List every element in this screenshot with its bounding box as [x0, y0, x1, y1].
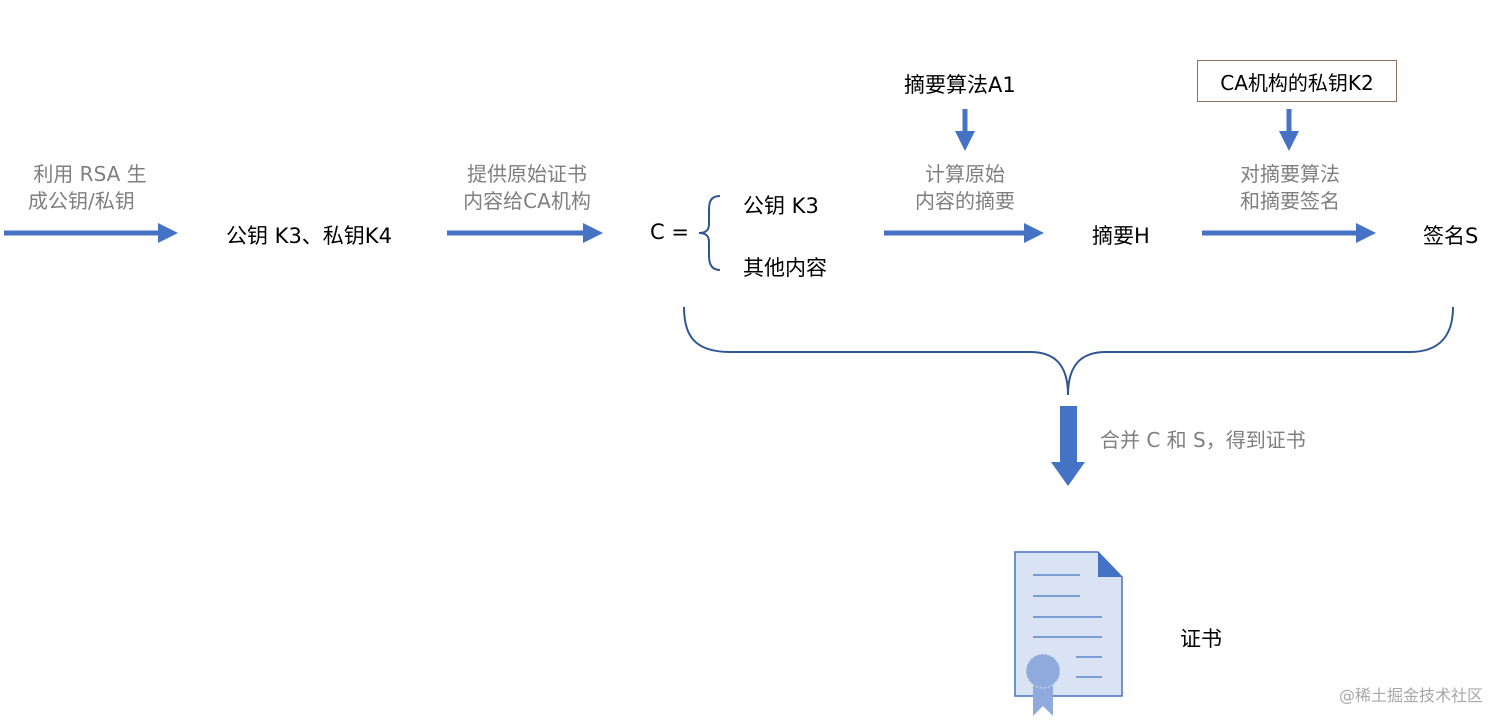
- ca-private-key-box: CA机构的私钥K2: [1197, 60, 1397, 102]
- c-public-key-label: 公钥 K3: [743, 194, 819, 218]
- compute-line-2: 内容的摘要: [915, 189, 1015, 213]
- digest-h-label: 摘要H: [1092, 224, 1150, 248]
- sign-line-2: 和摘要签名: [1240, 189, 1340, 213]
- certificate-label: 证书: [1180, 627, 1222, 651]
- key-pair-label: 公钥 K3、私钥K4: [226, 224, 392, 248]
- c-brace: [698, 195, 721, 271]
- sign-line-1: 对摘要算法: [1240, 162, 1340, 186]
- watermark: @稀土掘金技术社区: [1338, 686, 1483, 705]
- c-equals-label: C =: [650, 220, 689, 244]
- certificate-document-icon: [1014, 551, 1123, 716]
- submit-line-2: 内容给CA机构: [463, 189, 591, 213]
- c-other-content-label: 其他内容: [743, 256, 827, 280]
- compute-digest-label: 计算原始 内容的摘要: [895, 161, 1035, 215]
- submit-line-1: 提供原始证书: [467, 162, 587, 186]
- merge-brace: [683, 306, 1454, 396]
- compute-line-1: 计算原始: [925, 162, 1005, 186]
- merge-label: 合并 C 和 S，得到证书: [1100, 428, 1306, 452]
- submit-to-ca-label: 提供原始证书 内容给CA机构: [452, 161, 602, 215]
- generate-keys-label: 利用 RSA 生 成公钥/私钥: [20, 161, 160, 215]
- digest-algorithm-label: 摘要算法A1: [904, 73, 1016, 97]
- signature-s-label: 签名S: [1423, 224, 1479, 248]
- sign-digest-label: 对摘要算法 和摘要签名: [1215, 161, 1365, 215]
- generate-keys-line-1: 利用 RSA 生: [33, 162, 147, 186]
- merge-down-arrow: [1051, 406, 1085, 486]
- generate-keys-line-2: 成公钥/私钥: [28, 189, 135, 213]
